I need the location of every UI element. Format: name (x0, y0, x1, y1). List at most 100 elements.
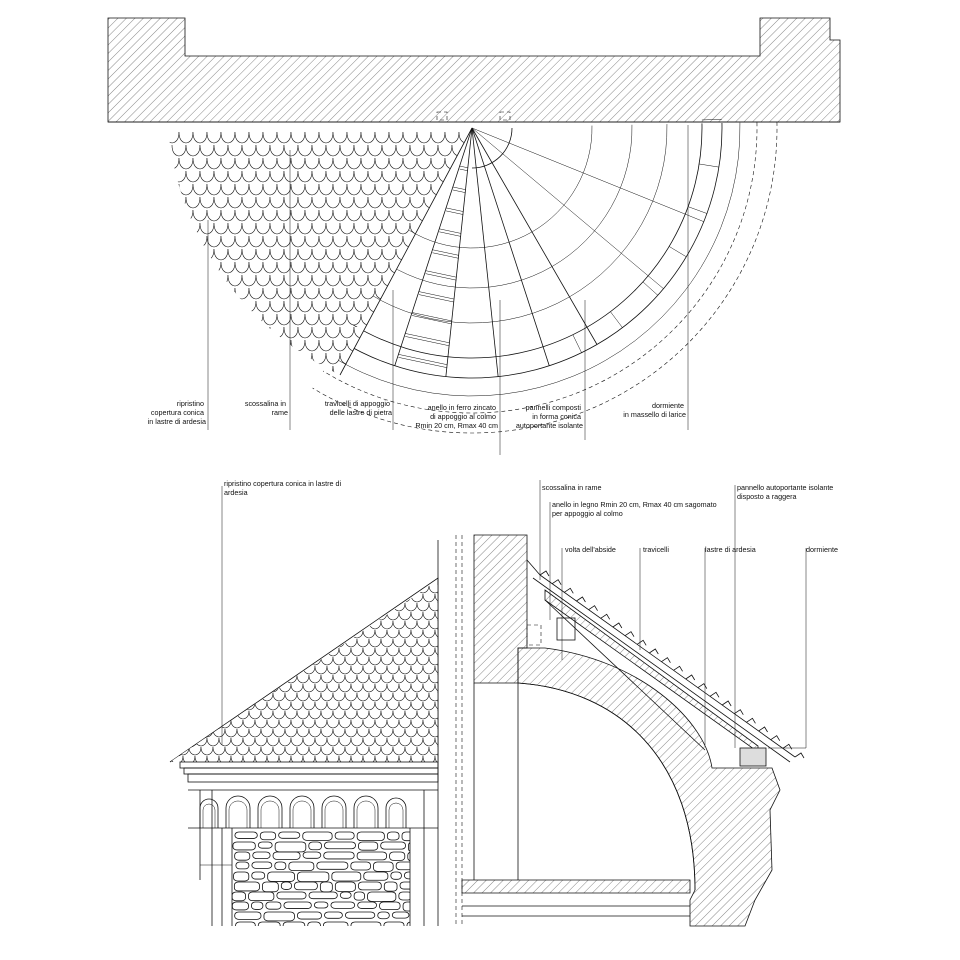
plan-slate (325, 300, 341, 313)
elev-stone (288, 861, 315, 871)
elev-slate (404, 620, 418, 630)
plan-slate (199, 248, 215, 261)
plan-slate (185, 222, 201, 235)
plan-slate (227, 326, 243, 339)
plan-slate (458, 287, 472, 300)
elev-stone (302, 831, 333, 841)
elev-slate (206, 611, 220, 621)
elev-slate (434, 701, 438, 711)
plan-slate (388, 235, 404, 248)
elev-slate (392, 656, 406, 666)
plan-slate (473, 340, 487, 351)
plan-slate (206, 131, 222, 144)
elev-slate (326, 665, 340, 675)
plan-slate (339, 222, 355, 235)
elev-slate (260, 638, 274, 648)
elev-slate (338, 593, 352, 603)
elev-slate (374, 755, 388, 762)
elev-slate (170, 737, 184, 747)
elev-slate (218, 683, 232, 693)
elev-stone (406, 921, 410, 926)
plan-slate (241, 144, 257, 157)
sect-slate (624, 631, 635, 637)
plan-travicelli (398, 165, 468, 368)
elev-slate (170, 665, 184, 675)
plan-slate (409, 196, 425, 209)
elev-slate (254, 755, 268, 762)
plan-slate (437, 144, 453, 157)
plan-slate (318, 157, 334, 170)
elev-slate (284, 746, 298, 756)
elev-slate (278, 629, 292, 639)
plan-slate (402, 261, 418, 274)
elev-slate (416, 602, 430, 612)
elev-slate (170, 602, 178, 612)
plan-slate (168, 287, 180, 300)
plan-slate (178, 261, 194, 274)
elev-slate (254, 629, 268, 639)
elev-slate (374, 719, 388, 729)
elev-slate (434, 593, 438, 603)
elev-slate (182, 647, 196, 657)
plan-slate (339, 170, 355, 183)
plan-slate (192, 183, 208, 196)
elev-slate (416, 584, 430, 594)
plan-slate (326, 379, 340, 390)
plan-slate (395, 170, 411, 183)
elev-stone (324, 841, 356, 850)
elev-label-ripristino: ripristino copertura conica in lastre di… (224, 479, 343, 497)
elev-slate (308, 656, 322, 666)
elev-arch (199, 798, 219, 828)
plan-slate (332, 209, 348, 222)
elev-slate (236, 602, 250, 612)
plan-slate (178, 235, 194, 248)
elev-slate (398, 683, 412, 693)
plan-slate (178, 339, 194, 352)
plan-travicello (418, 291, 455, 300)
elev-slate (368, 620, 382, 630)
elev-slate (254, 665, 268, 675)
elev-slate (338, 629, 352, 639)
plan-slate (367, 170, 383, 183)
elev-slate (296, 656, 310, 666)
plan-slate (283, 222, 299, 235)
plan-slate (283, 274, 299, 287)
plan-slate (423, 222, 439, 235)
plan-slate (311, 196, 327, 209)
elev-slate (224, 602, 238, 612)
plan-slate (213, 222, 229, 235)
plan-slate (171, 300, 187, 313)
elev-slate (338, 611, 352, 621)
elev-slate (308, 710, 322, 720)
plan-arc (322, 122, 758, 414)
plan-slate (276, 313, 292, 326)
plan-slate (171, 274, 187, 287)
plan-slate (192, 313, 208, 326)
plan-slate (346, 209, 362, 222)
plan-slate (199, 222, 215, 235)
elev-slate (308, 728, 322, 738)
sect-dormiente-block (739, 747, 767, 767)
plan-slate (290, 157, 306, 170)
plan-slate (318, 235, 334, 248)
elev-slate (410, 719, 424, 729)
plan-slate (374, 261, 390, 274)
sect-label-travicelli: travicelli (643, 545, 669, 554)
plan-slate (206, 157, 222, 170)
plan-slate (297, 144, 313, 157)
plan-slate (234, 183, 250, 196)
elev-slate (338, 701, 352, 711)
plan-slate (262, 313, 278, 326)
elev-slate (272, 692, 286, 702)
plan-arc (351, 123, 703, 359)
plan-slate (213, 144, 229, 157)
elev-slate (416, 674, 430, 684)
plan-slate (311, 274, 327, 287)
plan-panel-joint (699, 163, 719, 168)
elev-slate (368, 584, 382, 594)
elev-slate (350, 755, 364, 762)
elev-slate (272, 656, 286, 666)
plan-slate (374, 131, 390, 144)
elev-stone (316, 861, 349, 870)
elev-slate (284, 638, 298, 648)
